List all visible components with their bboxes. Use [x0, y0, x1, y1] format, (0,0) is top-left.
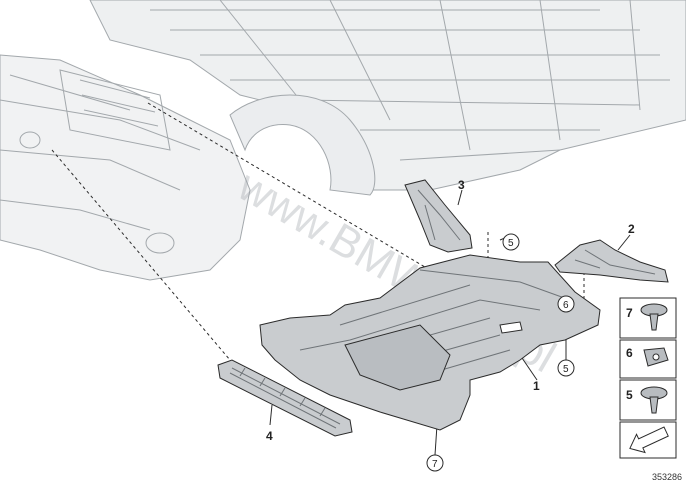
callout-2: 2: [628, 222, 635, 236]
circled-5a-label: 5: [508, 238, 514, 249]
legend-num-7: 7: [626, 306, 633, 320]
callout-1: 1: [533, 379, 540, 393]
leader-4: [269, 404, 273, 426]
direction-arrow-icon: [629, 426, 669, 454]
clip-7-icon: [640, 303, 668, 331]
leader-dashed-4: [51, 149, 231, 361]
circled-7-label: 7: [432, 459, 438, 470]
wheel-arch: [229, 94, 376, 196]
leader-2: [617, 234, 631, 251]
bracket-3-detail: [417, 189, 461, 241]
circled-5a: 5: [502, 233, 520, 251]
radiator-frame: [59, 69, 171, 151]
nut-6-icon: [643, 347, 669, 367]
shield-slot: [499, 321, 523, 334]
fastener-legend: 7 6 5: [619, 297, 677, 459]
diagram-id: 353286: [651, 472, 682, 482]
circled-6-label: 6: [563, 300, 569, 311]
vehicle-underbody: [89, 0, 686, 191]
bumper-lines: [0, 74, 201, 231]
circled-5b: 5: [557, 359, 575, 377]
floor-ribs-v: [219, 0, 641, 151]
duct-grille: [229, 367, 341, 429]
front-bumper: [0, 54, 376, 281]
part-4-air-duct: [217, 359, 353, 437]
bracket-2-detail: [574, 249, 656, 275]
floor-ribs: [150, 9, 670, 161]
callout-3: 3: [458, 178, 465, 192]
part-1-underbody-shield: [259, 254, 601, 431]
fog-light: [145, 232, 175, 254]
legend-num-5: 5: [626, 388, 633, 402]
part-3-bracket: [404, 179, 473, 253]
shield-recess: [344, 324, 451, 391]
bumper-shell: [0, 54, 251, 281]
clip-5-icon: [640, 386, 668, 414]
duct-outline: [217, 359, 353, 437]
emblem: [19, 131, 41, 149]
leader-7: [434, 424, 438, 456]
leader-3: [457, 189, 463, 206]
part-2-bracket: [554, 239, 669, 283]
circled-7: 7: [426, 454, 444, 472]
leader-1: [519, 354, 538, 381]
callout-4: 4: [266, 429, 273, 443]
circled-6: 6: [557, 295, 575, 313]
bracket-2-outline: [554, 239, 669, 283]
circled-5b-label: 5: [563, 364, 569, 375]
legend-box-5: [619, 379, 677, 421]
legend-num-6: 6: [626, 346, 633, 360]
leader-dashed-1: [147, 102, 431, 271]
